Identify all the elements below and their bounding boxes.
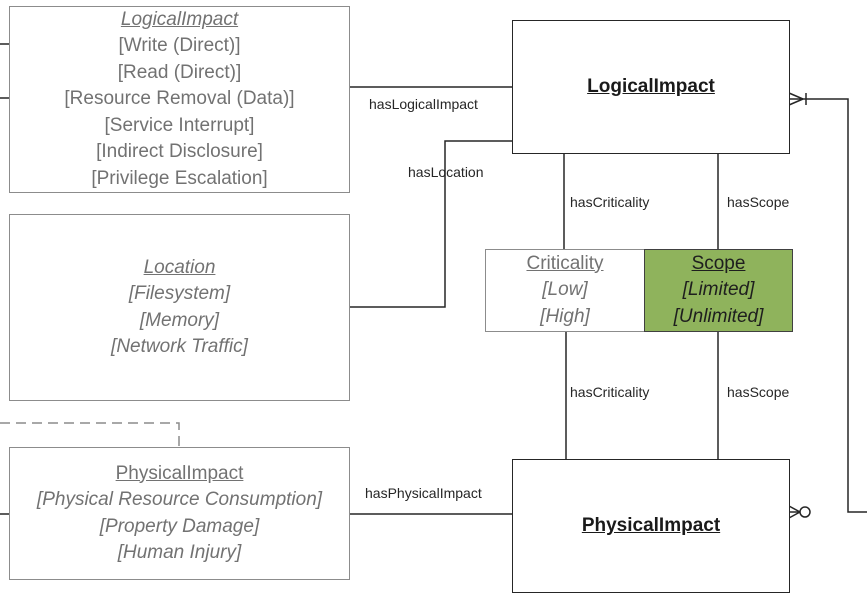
physical-impact-entity-title: PhysicalImpact	[581, 515, 721, 536]
logical-impact-values-box: LogicalImpact [Write (Direct)] [Read (Di…	[9, 6, 350, 193]
logical-impact-value: [Write (Direct)]	[118, 35, 241, 57]
criticality-value: [Low]	[542, 279, 588, 301]
logical-impact-value: [Service Interrupt]	[104, 114, 255, 136]
physical-impact-values-title: PhysicalImpact	[115, 462, 244, 484]
criticality-title: Criticality	[526, 252, 604, 274]
location-values-title: Location	[143, 256, 216, 278]
crowfoot-top-line	[788, 92, 804, 100]
scope-title: Scope	[691, 252, 746, 274]
has-logical-impact-label: hasLogicalImpact	[369, 96, 478, 112]
logical-impact-value: [Privilege Escalation]	[91, 167, 268, 189]
physical-impact-entity: PhysicalImpact	[512, 459, 790, 593]
right-relation-line	[789, 98, 867, 513]
crowfoot-bottom-line	[788, 98, 804, 106]
physical-impact-value: [Physical Resource Consumption]	[36, 489, 323, 510]
has-scope-top-label: hasScope	[727, 194, 790, 210]
location-values-box: Location [Filesystem] [Memory] [Network …	[9, 214, 350, 401]
has-scope-bottom-label: hasScope	[727, 384, 790, 400]
location-value: [Filesystem]	[128, 283, 231, 304]
criticality-value: [High]	[540, 305, 590, 327]
has-criticality-bottom-label: hasCriticality	[570, 384, 650, 400]
scope-value: [Limited]	[682, 279, 755, 301]
dashed-connector-line	[0, 422, 180, 447]
logical-impact-entity: LogicalImpact	[512, 20, 790, 154]
logical-impact-value: [Resource Removal (Data)]	[64, 88, 295, 110]
scope-box: Scope [Limited] [Unlimited]	[644, 249, 793, 332]
crowfoot-zero-circle	[799, 506, 811, 518]
logical-impact-value: [Indirect Disclosure]	[96, 141, 263, 163]
physical-impact-value: [Property Damage]	[99, 515, 260, 537]
logical-impact-entity-title: LogicalImpact	[587, 76, 715, 97]
has-criticality-top-label: hasCriticality	[570, 194, 650, 210]
crowfoot-zero-top-line	[788, 505, 801, 513]
logical-impact-values-title: LogicalImpact	[120, 8, 239, 30]
logical-impact-value: [Read (Direct)]	[117, 61, 242, 83]
has-location-label: hasLocation	[408, 164, 484, 180]
criticality-box: Criticality [Low] [High]	[485, 249, 645, 332]
crowfoot-zero-bottom-line	[788, 511, 801, 519]
has-location-line	[349, 140, 512, 308]
scope-value: [Unlimited]	[673, 305, 764, 327]
physical-impact-value: [Human Injury]	[117, 542, 242, 563]
location-value: [Network Traffic]	[111, 336, 248, 357]
has-physical-impact-label: hasPhysicalImpact	[365, 485, 482, 501]
physical-impact-values-box: PhysicalImpact [Physical Resource Consum…	[9, 447, 350, 580]
location-value: [Memory]	[139, 309, 220, 331]
